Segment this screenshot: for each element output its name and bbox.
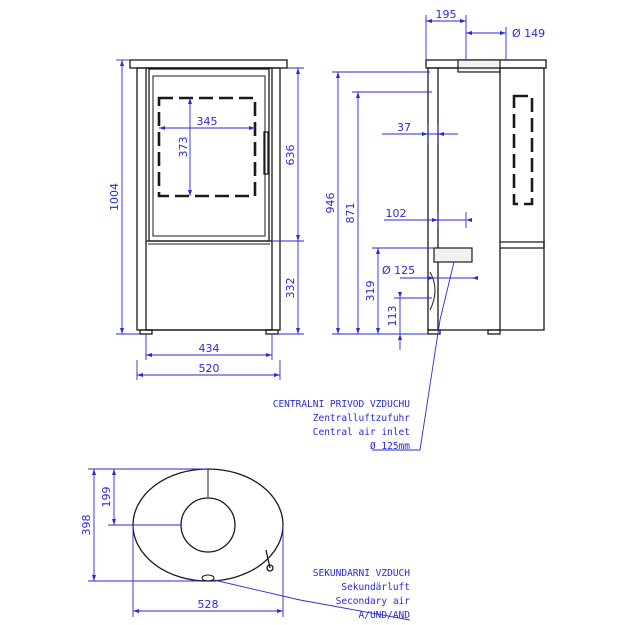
dim-door-height: 636 xyxy=(284,145,297,166)
note-secondary-cz: SEKUNDARNI VZDUCH xyxy=(313,568,411,579)
side-view xyxy=(425,59,547,335)
central-air-note: CENTRALNI PRIVOD VZDUCHU Zentralluftzufu… xyxy=(273,399,411,452)
secondary-air-note: SEKUNDARNI VZDUCH Sekundärluft Secondary… xyxy=(313,568,411,621)
dim-inlet-depth: 102 xyxy=(386,207,407,220)
dim-plan-width: 528 xyxy=(198,598,219,611)
dim-flue-height: 946 xyxy=(324,193,337,214)
air-inlet-pipe xyxy=(433,247,473,263)
foot-right xyxy=(265,329,279,335)
side-body xyxy=(427,67,545,331)
note-secondary-de: Sekundärluft xyxy=(341,582,410,593)
dimension-labels: 195 Ø 149 345 373 1004 636 332 434 520 9… xyxy=(80,8,545,611)
side-foot-front xyxy=(427,329,441,335)
dim-inlet-height: 319 xyxy=(364,281,377,302)
door-handle xyxy=(263,131,269,175)
dim-window-width: 345 xyxy=(197,115,218,128)
dim-top-width: 195 xyxy=(436,8,457,21)
dim-inlet-diameter: Ø 125 xyxy=(382,264,415,277)
foot-left xyxy=(139,329,153,335)
dim-plan-center: 199 xyxy=(100,487,113,508)
dimension-arrows xyxy=(92,19,506,613)
front-view xyxy=(129,59,288,335)
side-ledge xyxy=(500,241,545,249)
dim-side-offset: 37 xyxy=(397,121,411,134)
front-body-inner xyxy=(145,67,273,331)
dim-upper-height: 871 xyxy=(344,203,357,224)
side-curve xyxy=(429,271,436,311)
note-secondary-code: A/UND/AND xyxy=(359,610,411,621)
note-central-air-cz: CENTRALNI PRIVOD VZDUCHU xyxy=(273,399,411,410)
dim-plan-depth: 398 xyxy=(80,515,93,536)
door-frame xyxy=(152,75,266,237)
dim-outer-width: 520 xyxy=(199,362,220,375)
note-secondary-en: Secondary air xyxy=(336,596,411,607)
side-foot-rear xyxy=(487,329,501,335)
dim-inlet-low: 113 xyxy=(386,306,399,327)
front-door xyxy=(148,68,270,242)
plan-flue-circle xyxy=(180,497,236,553)
flue-collar xyxy=(457,59,501,73)
plan-handle-knob xyxy=(266,564,274,572)
front-body xyxy=(136,67,281,331)
plan-secondary-air xyxy=(201,574,215,582)
dim-inner-width: 434 xyxy=(199,342,220,355)
side-window xyxy=(512,94,534,206)
note-central-air-en: Central air inlet xyxy=(313,427,410,438)
dim-window-height: 373 xyxy=(177,137,190,158)
note-central-air-de: Zentralluftzufuhr xyxy=(313,413,411,424)
note-central-air-size: Ø 125mm xyxy=(370,441,410,452)
viewing-window xyxy=(157,96,257,198)
dimension-lines xyxy=(88,15,507,621)
front-top-plate xyxy=(129,59,288,69)
dim-flue-diameter: Ø 149 xyxy=(512,27,545,40)
dim-base-height: 332 xyxy=(284,278,297,299)
dim-total-height: 1004 xyxy=(108,183,121,211)
